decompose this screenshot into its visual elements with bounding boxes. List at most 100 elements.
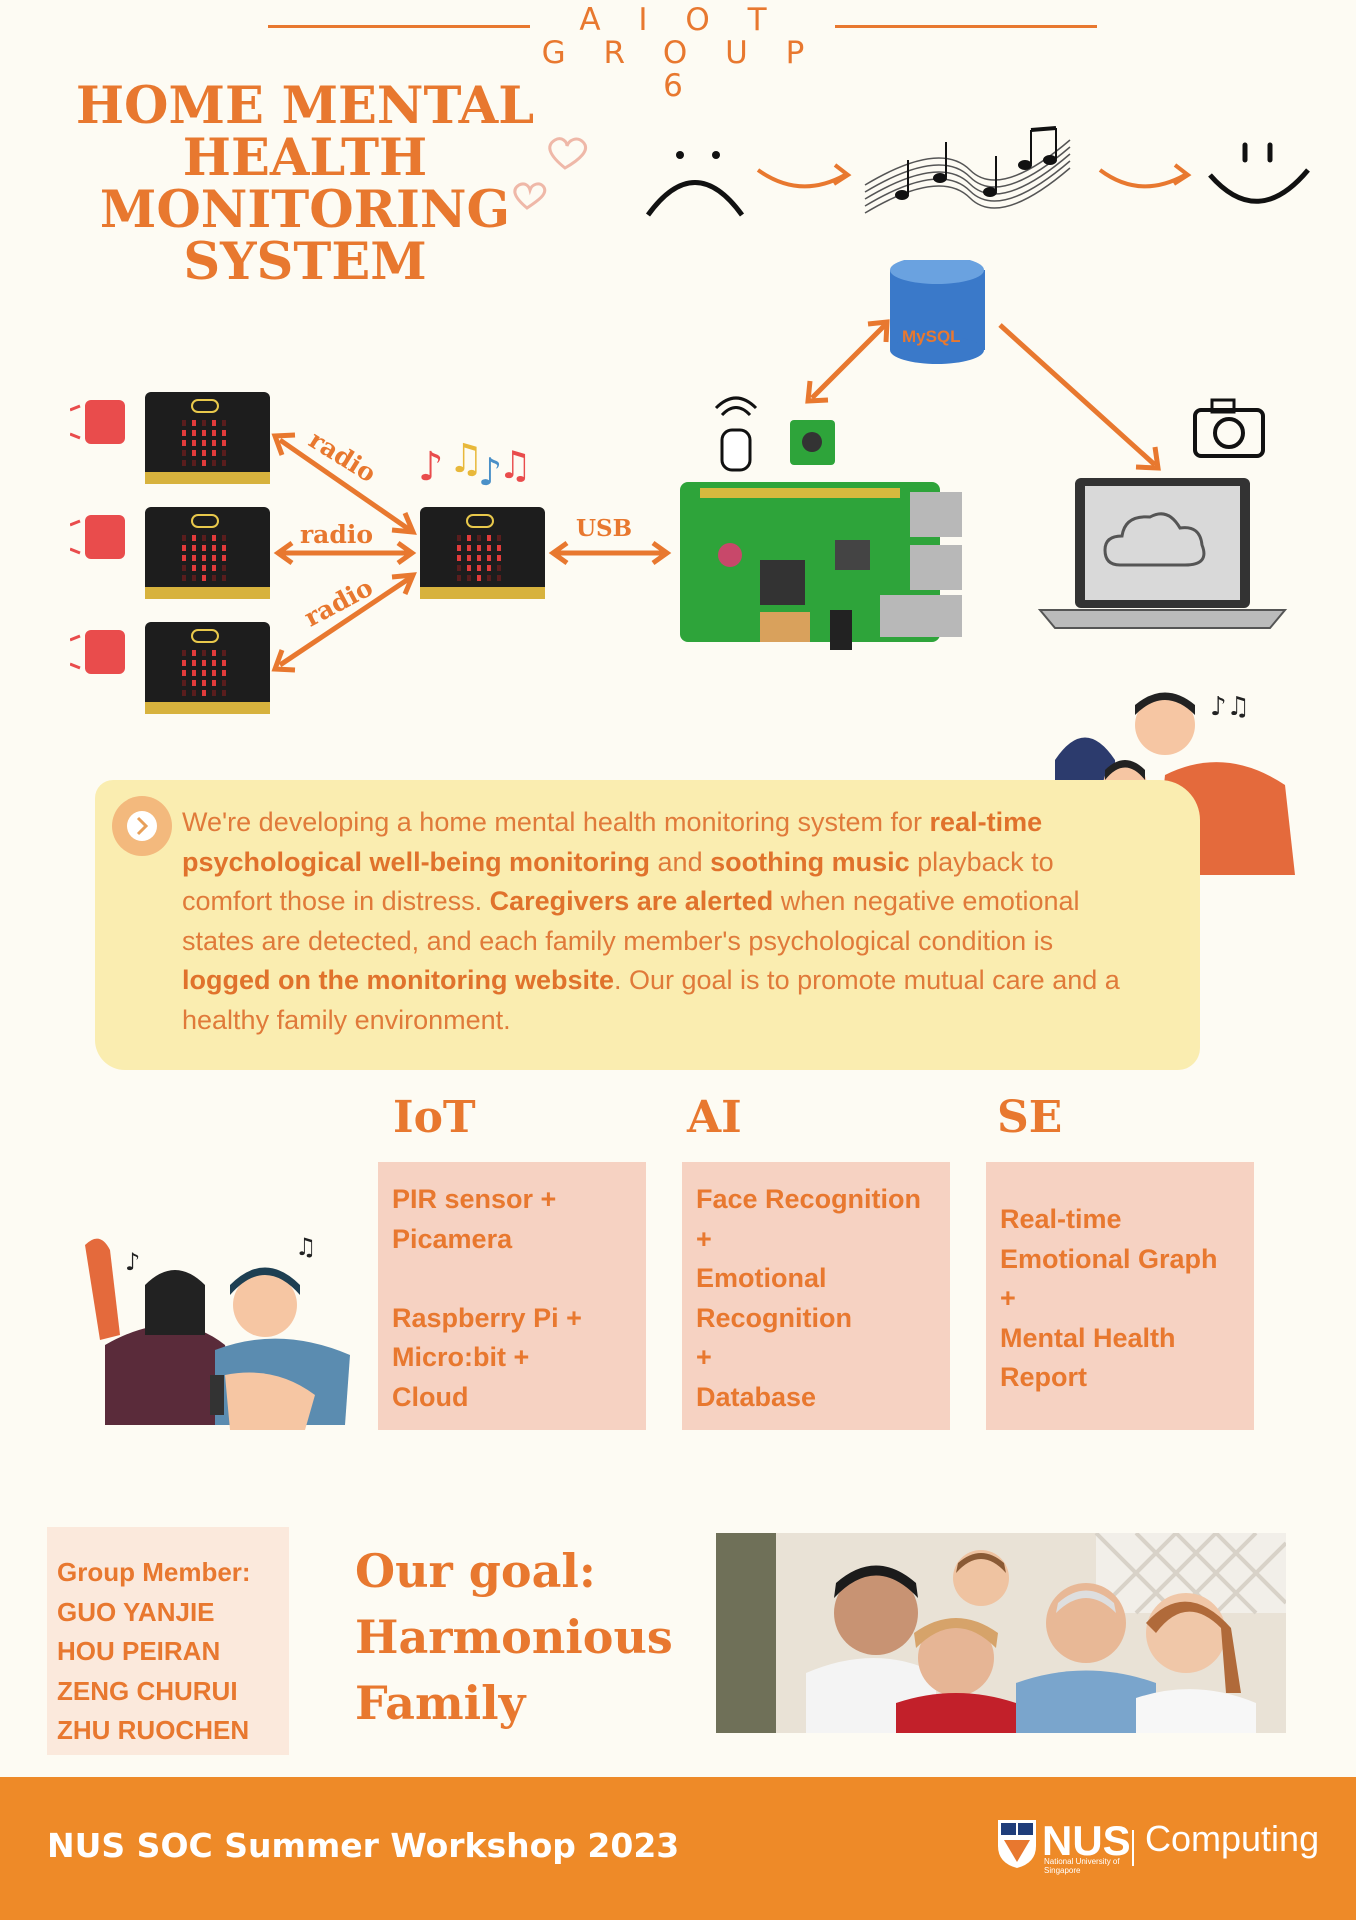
led <box>222 575 226 581</box>
arrow-right-icon <box>756 163 852 189</box>
led <box>222 545 226 551</box>
led <box>457 575 461 581</box>
column-line: Cloud <box>392 1381 469 1412</box>
column-box-iot: PIR sensor + Picamera Raspberry Pi + Mic… <box>378 1162 646 1430</box>
microbit-buzzer-1 <box>70 392 270 484</box>
led <box>202 450 206 456</box>
led <box>222 460 226 466</box>
led <box>212 535 216 541</box>
led <box>192 650 196 656</box>
goal-line: Our goal: <box>355 1544 596 1598</box>
members-label: Group Member: <box>57 1557 251 1587</box>
led <box>182 430 186 436</box>
family-photo <box>716 1533 1286 1733</box>
led <box>497 555 501 561</box>
column-line: Picamera <box>392 1223 513 1254</box>
led <box>202 680 206 686</box>
led <box>222 430 226 436</box>
svg-text:♪: ♪ <box>125 1248 140 1276</box>
led <box>212 420 216 426</box>
column-line: Micro:bit + <box>392 1342 530 1372</box>
title-line: HEALTH <box>182 128 428 188</box>
column-heading-se: SE <box>997 1092 1063 1143</box>
desc-highlight: soothing music <box>710 846 910 877</box>
led <box>192 450 196 456</box>
led <box>212 440 216 446</box>
radio-label-mid: radio <box>300 520 374 549</box>
led <box>192 565 196 571</box>
led <box>212 575 216 581</box>
member-name: ZENG CHURUI <box>57 1675 238 1706</box>
led <box>192 440 196 446</box>
led <box>222 690 226 696</box>
led <box>467 575 471 581</box>
led <box>202 565 206 571</box>
led <box>192 430 196 436</box>
led <box>212 680 216 686</box>
camera-icon <box>1193 398 1265 458</box>
header-rule-right <box>835 25 1097 28</box>
led <box>182 660 186 666</box>
led-grid <box>182 420 501 696</box>
led <box>182 565 186 571</box>
column-line <box>392 1259 632 1299</box>
svg-text:♪♫: ♪♫ <box>1210 692 1250 722</box>
led <box>182 670 186 676</box>
led <box>467 545 471 551</box>
goal-line: Harmonious <box>355 1610 673 1664</box>
cloud-icon <box>1103 512 1206 567</box>
led <box>212 430 216 436</box>
led <box>477 575 481 581</box>
led <box>457 565 461 571</box>
svg-text:♫: ♫ <box>498 443 532 487</box>
title-line: SYSTEM <box>183 232 427 292</box>
member-name: HOU PEIRAN <box>57 1636 221 1666</box>
column-line: Database <box>696 1381 817 1412</box>
led <box>477 565 481 571</box>
led <box>467 535 471 541</box>
led <box>182 450 186 456</box>
led <box>477 555 481 561</box>
desc-highlight: Caregivers are alerted <box>489 886 774 916</box>
led <box>212 650 216 656</box>
column-line: PIR sensor + <box>392 1184 557 1214</box>
led <box>212 460 216 466</box>
led <box>182 650 186 656</box>
computing-logo-text: Computing <box>1145 1818 1320 1859</box>
led <box>202 420 206 426</box>
led <box>212 690 216 696</box>
desc-part: . Our goal is to promote mutual care and… <box>182 965 1120 1035</box>
radio-arrows <box>271 319 1161 673</box>
svg-text:♫: ♫ <box>295 1233 317 1261</box>
nus-crest-icon <box>998 1820 1036 1868</box>
column-heading-iot: IoT <box>393 1092 476 1143</box>
led <box>192 575 196 581</box>
column-line: + <box>1000 1283 1016 1313</box>
led <box>182 460 186 466</box>
led <box>222 670 226 676</box>
led <box>212 670 216 676</box>
led <box>192 680 196 686</box>
led <box>202 460 206 466</box>
led <box>202 690 206 696</box>
column-line: + <box>696 1342 712 1372</box>
led <box>497 565 501 571</box>
desc-part: when negative emotional states are detec… <box>182 886 1080 956</box>
member-name: ZHU RUOCHEN <box>57 1715 250 1745</box>
led <box>202 440 206 446</box>
column-line: Real-time <box>1000 1204 1122 1234</box>
led <box>192 535 196 541</box>
usb-label: USB <box>576 515 633 542</box>
led <box>202 535 206 541</box>
led <box>182 690 186 696</box>
led <box>457 535 461 541</box>
led <box>467 555 471 561</box>
logo-divider <box>1132 1830 1134 1866</box>
music-notes-icon <box>864 126 1071 214</box>
architecture-diagram: ♪ ♫ ♪ ♫ <box>70 260 1288 714</box>
column-line: Recognition <box>696 1302 852 1333</box>
led <box>192 670 196 676</box>
led <box>487 565 491 571</box>
microbit-receiver <box>420 507 545 599</box>
led <box>457 545 461 551</box>
